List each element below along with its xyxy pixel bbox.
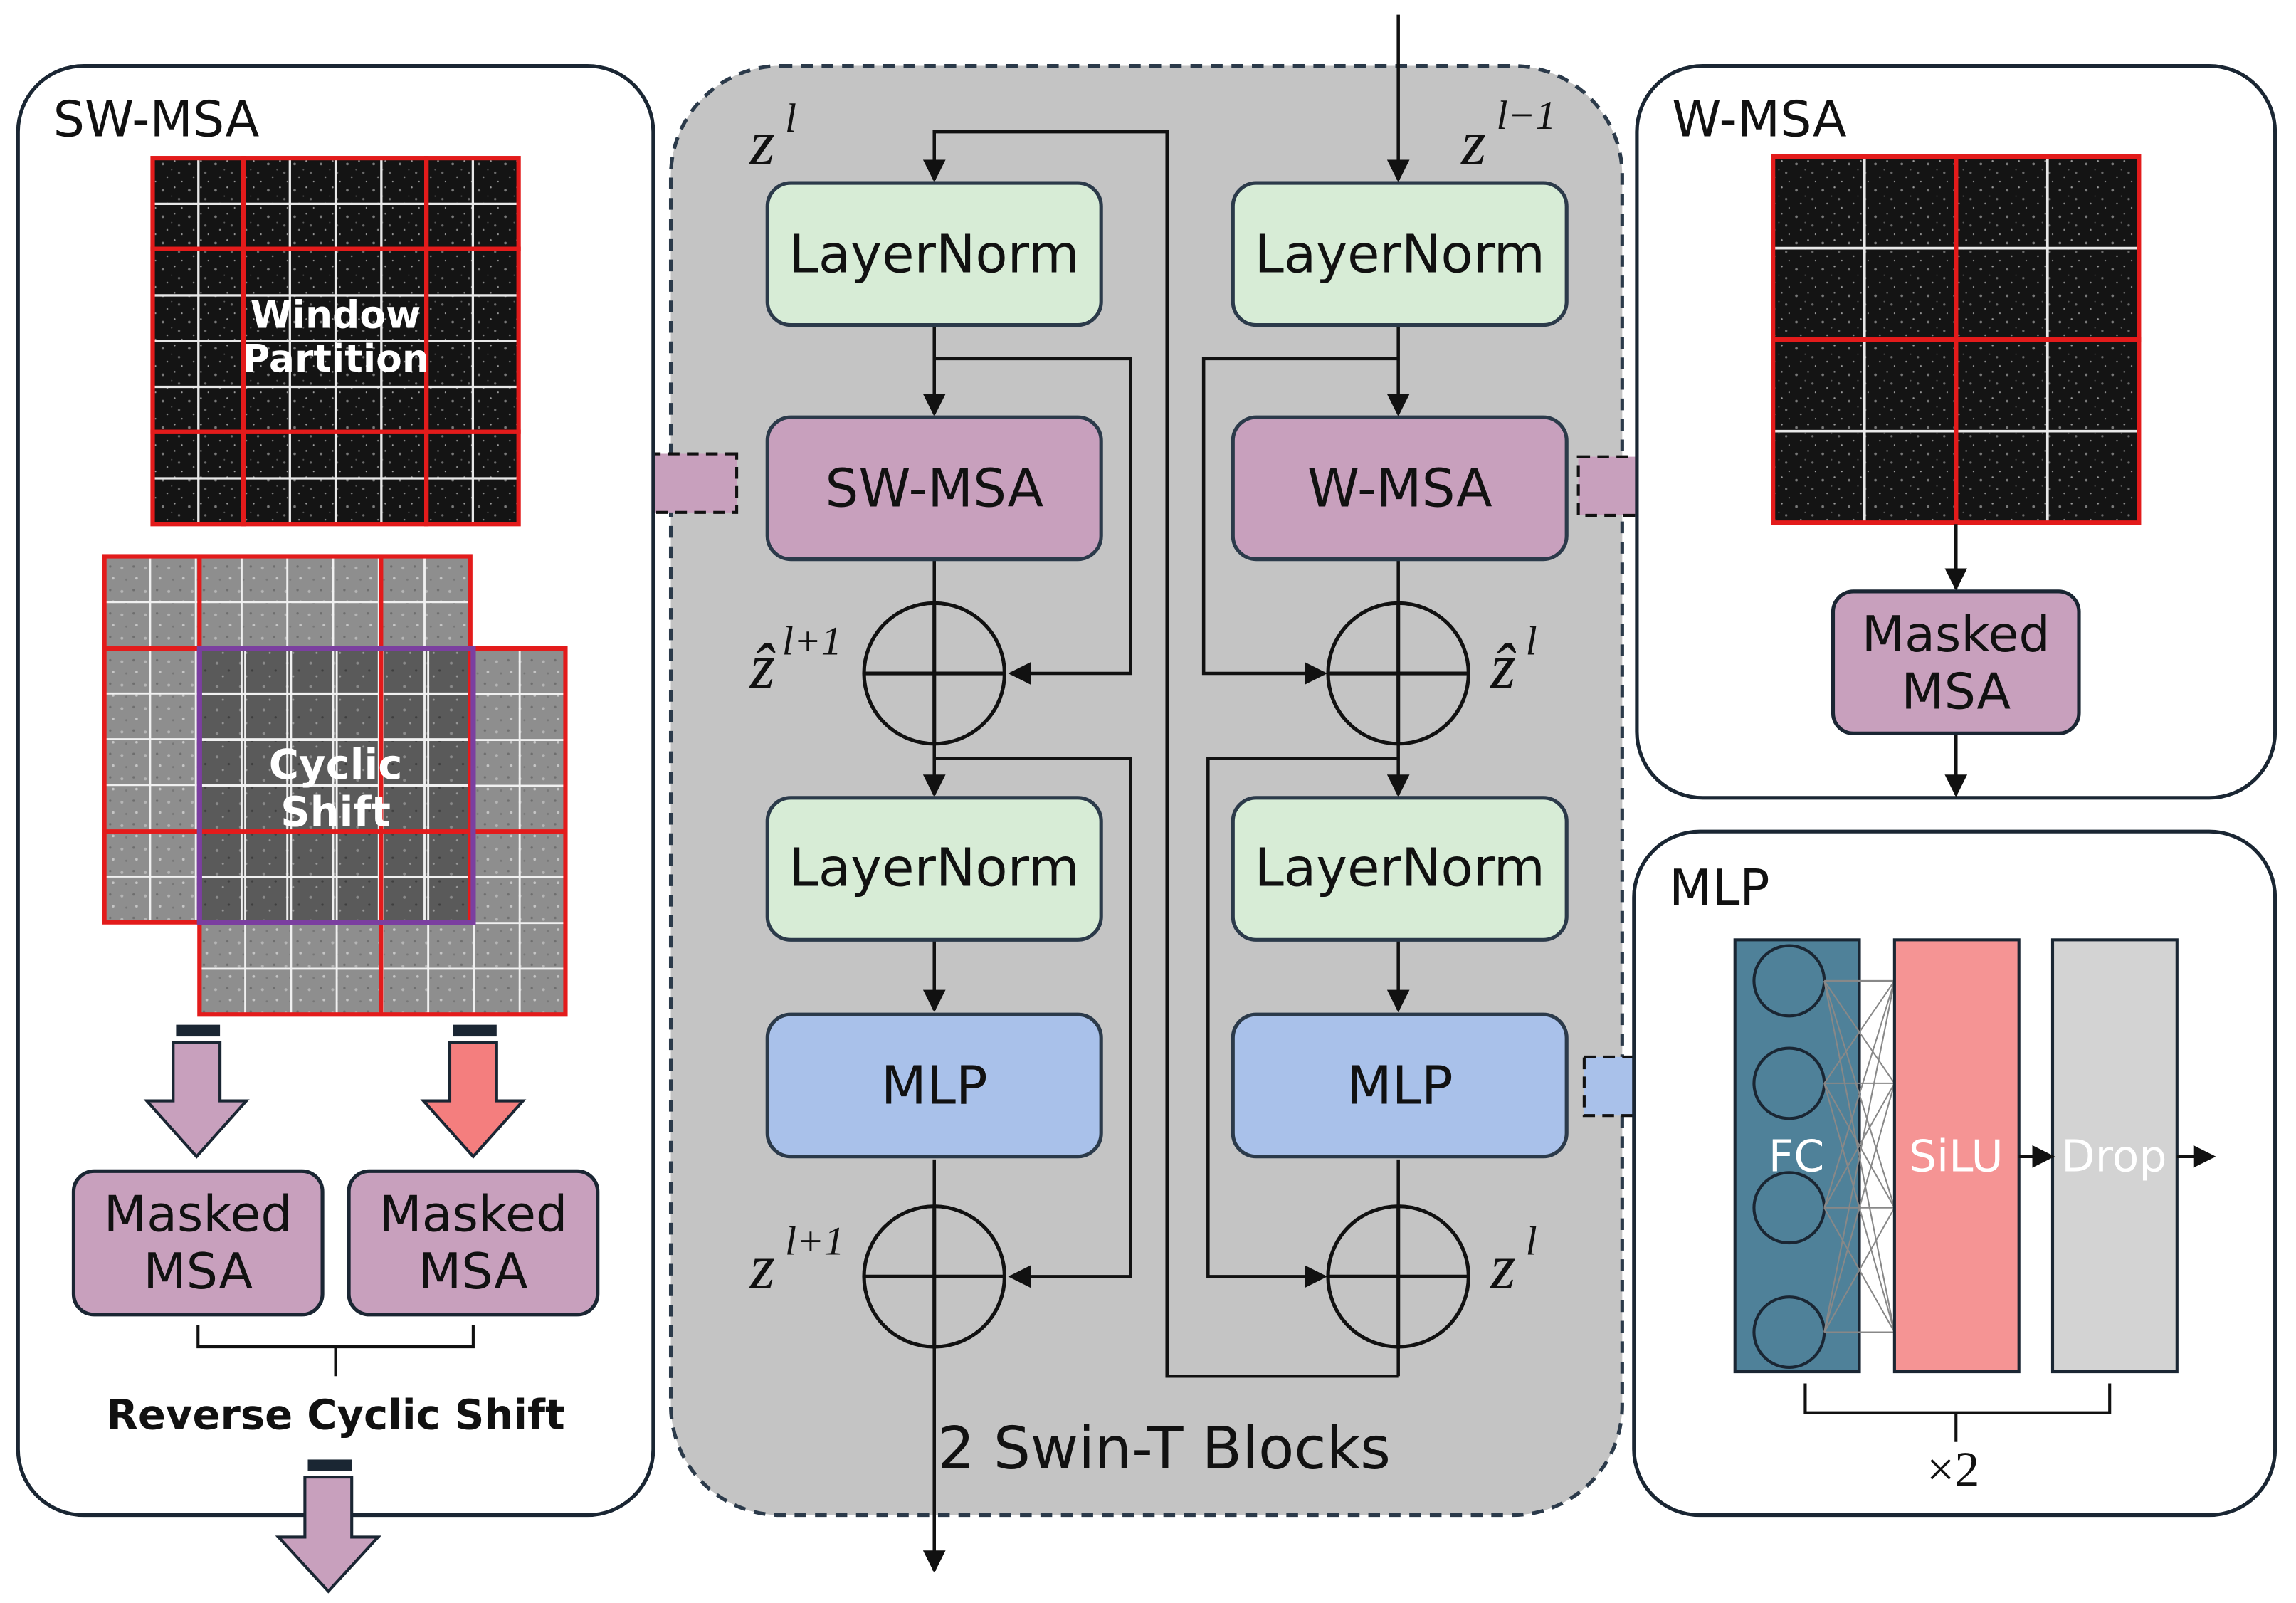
- svg-text:LayerNorm: LayerNorm: [789, 224, 1080, 285]
- silu-layer: SiLU: [1892, 938, 2021, 1374]
- svg-text:LayerNorm: LayerNorm: [1255, 837, 1545, 898]
- fc-label: FC: [1769, 1130, 1825, 1182]
- math-z-l-top-left: z l: [749, 96, 796, 178]
- svg-text:z: z: [749, 106, 775, 178]
- svg-text:l: l: [1526, 1219, 1537, 1264]
- swin-blocks-caption: 2 Swin-T Blocks: [937, 1415, 1391, 1483]
- down-arrow-output: [275, 1459, 381, 1594]
- reverse-cyclic-shift-label: Reverse Cyclic Shift: [107, 1391, 565, 1439]
- right-layernorm-1: LayerNorm: [1231, 181, 1569, 327]
- right-w-msa-block: W-MSA: [1231, 415, 1569, 562]
- swin-blocks-panel: 2 Swin-T Blocks Lay: [668, 14, 1624, 1573]
- down-arrow-red-right: [420, 1024, 527, 1159]
- add-icon-left-1: [862, 601, 1007, 746]
- brace-repeat: [1803, 1383, 2112, 1442]
- silu-label: SiLU: [1909, 1130, 2003, 1182]
- repeat-label: ×2: [1927, 1442, 1979, 1497]
- svg-text:z: z: [1489, 1231, 1515, 1303]
- left-layernorm-2: LayerNorm: [765, 796, 1103, 942]
- svg-text:z: z: [1460, 106, 1486, 178]
- mlp-panel: MLP FC SiLU Drop ×2: [1632, 829, 2277, 1518]
- svg-text:l: l: [1526, 619, 1537, 663]
- add-icon-left-2: [862, 1204, 1007, 1349]
- svg-text:MLP: MLP: [1347, 1056, 1453, 1117]
- math-zhat-l: ẑ l: [1489, 619, 1537, 702]
- sw-msa-title: SW-MSA: [53, 90, 260, 148]
- svg-text:l+1: l+1: [782, 619, 842, 663]
- svg-text:LayerNorm: LayerNorm: [789, 837, 1080, 898]
- svg-text:W-MSA: W-MSA: [1307, 458, 1492, 520]
- left-mlp-block: MLP: [765, 1012, 1103, 1159]
- right-layernorm-2: LayerNorm: [1231, 796, 1569, 942]
- svg-text:SW-MSA: SW-MSA: [825, 458, 1043, 520]
- add-icon-right-1: [1326, 601, 1470, 746]
- w-msa-window-image: [1771, 154, 2142, 525]
- mlp-title: MLP: [1669, 859, 1769, 917]
- svg-text:ẑ: ẑ: [1489, 631, 1516, 703]
- math-z-l-bottom-right: z l: [1489, 1219, 1537, 1303]
- math-z-l-plus-1: z l+1: [749, 1219, 845, 1303]
- brace-reverse-shift: [196, 1325, 475, 1377]
- svg-text:l−1: l−1: [1496, 93, 1556, 138]
- add-icon-right-2: [1326, 1204, 1470, 1349]
- svg-text:LayerNorm: LayerNorm: [1255, 224, 1545, 285]
- svg-text:ẑ: ẑ: [749, 631, 776, 703]
- down-arrow-purple-left: [143, 1024, 250, 1159]
- svg-text:l: l: [785, 96, 796, 141]
- left-layernorm-1: LayerNorm: [765, 181, 1103, 327]
- svg-text:MLP: MLP: [881, 1056, 988, 1117]
- svg-text:z: z: [749, 1231, 775, 1303]
- w-msa-title: W-MSA: [1672, 90, 1846, 148]
- drop-layer: Drop: [2050, 938, 2179, 1374]
- svg-text:l+1: l+1: [785, 1219, 845, 1264]
- drop-label: Drop: [2061, 1130, 2166, 1182]
- math-z-l-minus-1: z l−1: [1460, 93, 1556, 178]
- right-mlp-block: MLP: [1231, 1012, 1569, 1159]
- math-zhat-l-plus-1: ẑ l+1: [749, 619, 842, 702]
- fc-connections: [1823, 979, 1895, 1333]
- left-sw-msa-block: SW-MSA: [765, 415, 1103, 562]
